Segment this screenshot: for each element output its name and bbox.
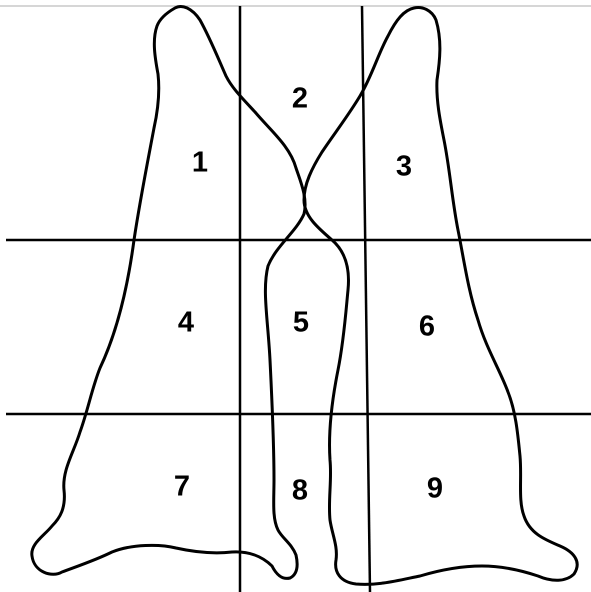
region-label-4: 4: [178, 307, 194, 339]
region-label-3: 3: [396, 151, 412, 183]
region-label-6: 6: [419, 311, 435, 343]
region-label-7: 7: [174, 471, 190, 503]
region-label-2: 2: [292, 83, 308, 115]
region-label-1: 1: [192, 147, 208, 179]
region-label-5: 5: [293, 307, 309, 339]
region-label-9: 9: [427, 473, 443, 505]
vertical-divider-right: [362, 6, 370, 592]
region-label-8: 8: [292, 475, 308, 507]
left-outline: [32, 7, 305, 579]
